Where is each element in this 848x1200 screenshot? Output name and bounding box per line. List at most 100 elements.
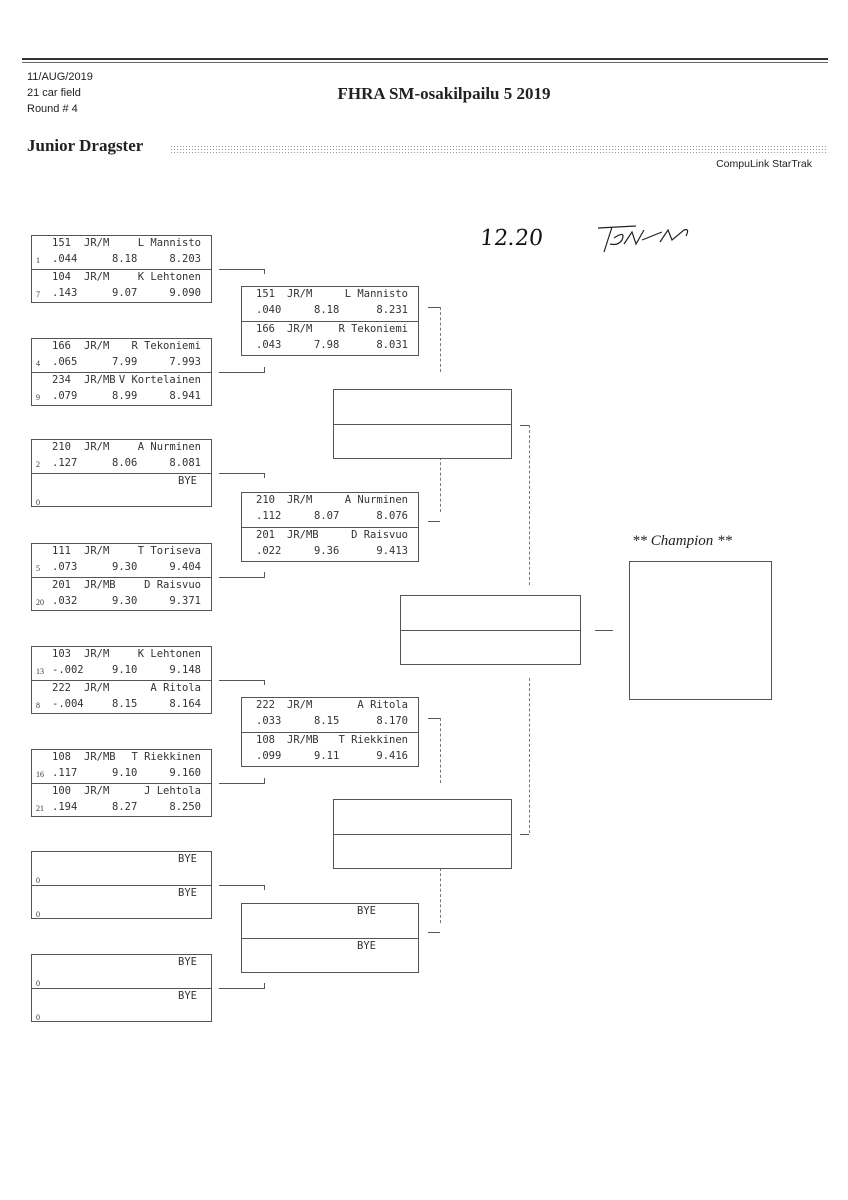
car-number: 104 xyxy=(52,271,71,283)
reaction-time: .127 xyxy=(52,457,78,469)
seed-number: 0 xyxy=(36,910,40,919)
dotted-fill xyxy=(170,145,828,154)
racer-slot[interactable]: BYE xyxy=(242,904,418,938)
driver-name: A Nurminen xyxy=(344,494,408,506)
reaction-time: .044 xyxy=(52,253,78,265)
elapsed-time: 9.090 xyxy=(169,287,201,299)
elapsed-time: 9.160 xyxy=(169,767,201,779)
dial-in: 9.36 xyxy=(314,545,340,557)
round3-match xyxy=(333,389,512,459)
elapsed-time: 8.250 xyxy=(169,801,201,813)
racer-slot[interactable] xyxy=(334,424,511,458)
brand-label: CompuLink StarTrak xyxy=(716,158,812,170)
elapsed-time: 9.416 xyxy=(376,750,408,762)
driver-name: T Toriseva xyxy=(137,545,201,557)
racer-slot[interactable] xyxy=(401,596,580,630)
seed-number: 8 xyxy=(36,701,40,710)
seed-number: 13 xyxy=(36,667,44,676)
elapsed-time: 8.170 xyxy=(376,715,408,727)
connector-line xyxy=(219,269,265,270)
racer-slot[interactable] xyxy=(334,834,511,868)
reaction-time: .194 xyxy=(52,801,78,813)
car-class: JR/M xyxy=(287,288,313,300)
elapsed-time: 8.164 xyxy=(169,698,201,710)
reaction-time: -.004 xyxy=(52,698,84,710)
connector-line xyxy=(428,932,440,933)
dial-in: 8.15 xyxy=(314,715,340,727)
field-size: 21 car field xyxy=(27,87,81,99)
car-number: 234 xyxy=(52,374,71,386)
connector-dashed xyxy=(529,678,530,833)
reaction-time: .112 xyxy=(256,510,282,522)
driver-name: L Mannisto xyxy=(137,237,201,249)
elapsed-time: 7.993 xyxy=(169,356,201,368)
car-class: JR/MB xyxy=(287,734,319,746)
car-class: JR/M xyxy=(287,494,313,506)
car-number: 210 xyxy=(52,441,71,453)
reaction-time: .079 xyxy=(52,390,78,402)
connector-line xyxy=(428,521,440,522)
dial-in: 7.99 xyxy=(112,356,138,368)
racer-slot[interactable] xyxy=(401,630,580,664)
bye-label: BYE xyxy=(178,887,197,899)
car-class: JR/M xyxy=(84,237,110,249)
connector-tick xyxy=(264,269,265,274)
reaction-time: .040 xyxy=(256,304,282,316)
car-number: 222 xyxy=(52,682,71,694)
reaction-time: .033 xyxy=(256,715,282,727)
reaction-time: -.002 xyxy=(52,664,84,676)
racer-slot[interactable] xyxy=(334,390,511,424)
driver-name: A Nurminen xyxy=(137,441,201,453)
event-date: 11/AUG/2019 xyxy=(27,71,93,83)
racer-slot[interactable]: BYE xyxy=(242,938,418,972)
seed-number: 2 xyxy=(36,460,40,469)
bye-label: BYE xyxy=(178,853,197,865)
racer-slot[interactable]: BYE 0 xyxy=(32,885,211,919)
car-class: JR/MB xyxy=(84,751,116,763)
car-class: JR/M xyxy=(84,682,110,694)
dial-in: 8.18 xyxy=(314,304,340,316)
elapsed-time: 8.081 xyxy=(169,457,201,469)
seed-number: 4 xyxy=(36,359,40,368)
racer-slot[interactable] xyxy=(334,800,511,834)
connector-line xyxy=(219,783,265,784)
seed-number: 9 xyxy=(36,393,40,402)
seed-number: 0 xyxy=(36,979,40,988)
seed-number: 21 xyxy=(36,804,44,813)
connector-tick xyxy=(264,473,265,478)
driver-name: J Lehtola xyxy=(144,785,201,797)
connector-line xyxy=(428,307,440,308)
driver-name: A Ritola xyxy=(357,699,408,711)
connector-line xyxy=(219,988,265,989)
driver-name: R Tekoniemi xyxy=(131,340,201,352)
car-number: 111 xyxy=(52,545,71,557)
header-rule xyxy=(22,58,828,60)
